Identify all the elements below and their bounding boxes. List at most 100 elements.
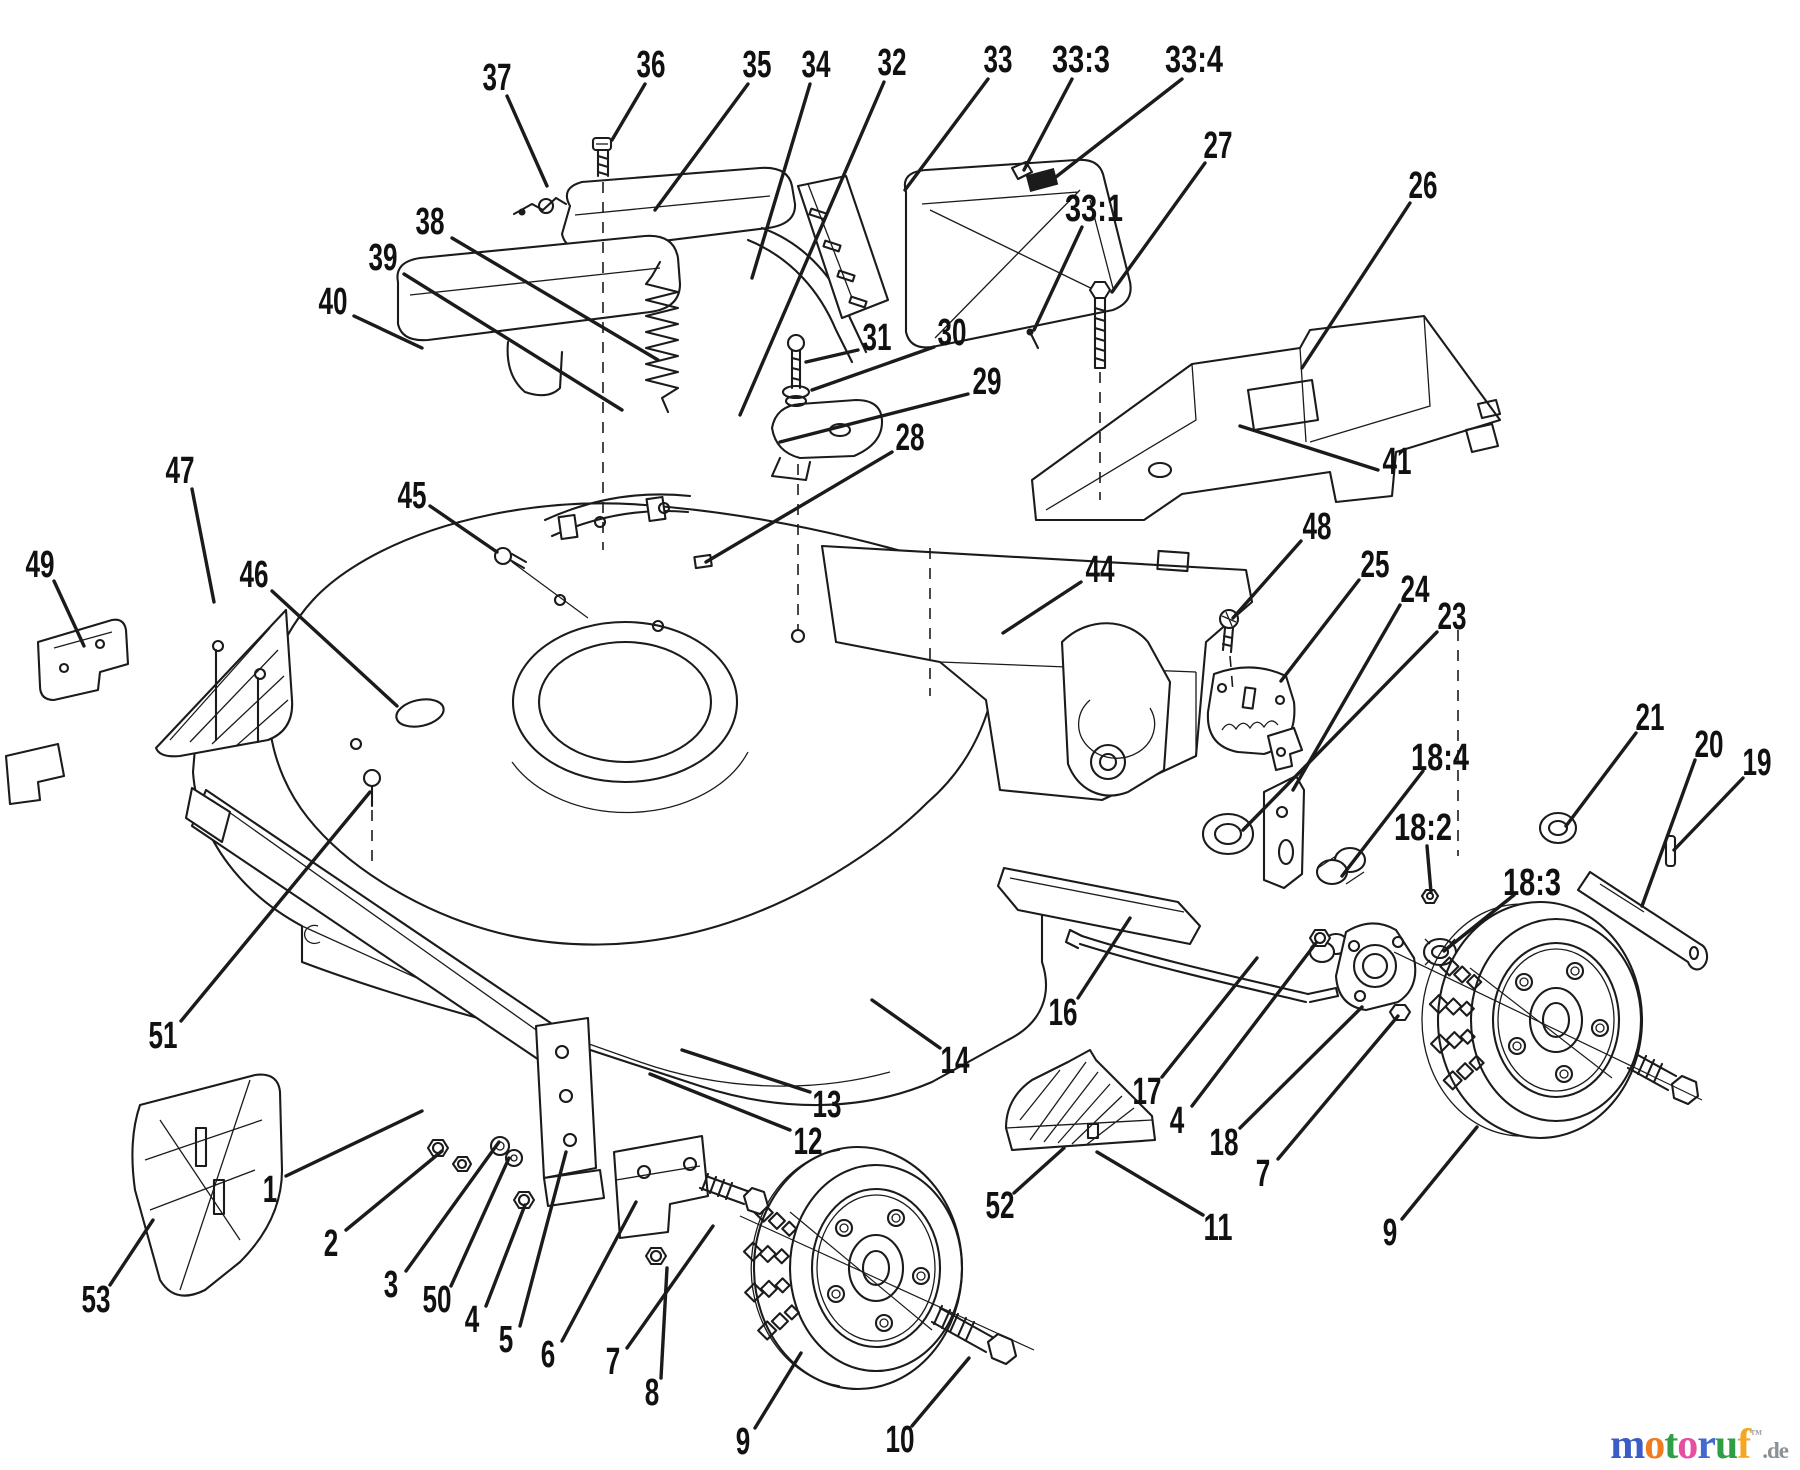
part-label-34: 34 bbox=[802, 44, 831, 86]
part-label-48: 48 bbox=[1303, 506, 1332, 548]
part-label-52: 52 bbox=[986, 1185, 1015, 1227]
leader-line-52 bbox=[1012, 1146, 1066, 1195]
leader-line-50 bbox=[449, 1156, 511, 1288]
leader-line-26 bbox=[1300, 201, 1412, 370]
leader-line-33:4 bbox=[1050, 77, 1184, 182]
right-wheel bbox=[1421, 900, 1700, 1140]
watermark-letter: f bbox=[1737, 1422, 1751, 1468]
leader-line-11 bbox=[1095, 1150, 1205, 1217]
leader-line-44 bbox=[1001, 580, 1083, 635]
part-label-13: 13 bbox=[813, 1084, 842, 1126]
part-label-39: 39 bbox=[369, 237, 398, 279]
leader-line-21 bbox=[1564, 731, 1638, 828]
leader-line-31 bbox=[804, 348, 860, 364]
leader-line-18:4 bbox=[1340, 769, 1425, 878]
part-label-28: 28 bbox=[896, 417, 925, 459]
part-label-11: 11 bbox=[1204, 1207, 1233, 1249]
part-label-12: 12 bbox=[794, 1121, 823, 1163]
watermark-tld: .de bbox=[1762, 1438, 1789, 1463]
part-label-40: 40 bbox=[319, 281, 348, 323]
watermark-letter: t bbox=[1664, 1422, 1678, 1468]
leader-line-12 bbox=[648, 1072, 792, 1132]
part-label-37: 37 bbox=[483, 57, 512, 99]
leader-line-35 bbox=[653, 82, 750, 212]
watermark-tm: ™ bbox=[1750, 1427, 1762, 1441]
left-wheel bbox=[742, 1145, 1018, 1391]
part-label-7: 7 bbox=[1256, 1153, 1271, 1195]
front-bracket-cluster bbox=[426, 1016, 770, 1266]
watermark-letter: m bbox=[1610, 1422, 1645, 1468]
leader-line-8 bbox=[659, 1266, 669, 1380]
part-label-9: 9 bbox=[736, 1421, 751, 1463]
leader-line-7 bbox=[625, 1224, 715, 1350]
leader-line-3 bbox=[404, 1140, 501, 1273]
watermark-letter: o bbox=[1644, 1422, 1665, 1468]
part-label-14: 14 bbox=[941, 1040, 970, 1082]
leader-line-17 bbox=[1160, 956, 1259, 1079]
thin-guide-2 bbox=[511, 561, 589, 619]
part-label-4: 4 bbox=[465, 1299, 480, 1341]
leader-line-37 bbox=[505, 94, 549, 188]
watermark-letter: r bbox=[1697, 1422, 1716, 1468]
part-label-46: 46 bbox=[240, 554, 269, 596]
leader-line-16 bbox=[1076, 916, 1132, 1000]
part-label-30: 30 bbox=[938, 312, 967, 354]
part-label-49: 49 bbox=[26, 544, 55, 586]
leader-line-51 bbox=[179, 790, 372, 1023]
leader-line-28 bbox=[704, 450, 894, 564]
part-label-18:3: 18:3 bbox=[1503, 862, 1561, 904]
part-label-18:4: 18:4 bbox=[1411, 737, 1469, 779]
part-label-19: 19 bbox=[1743, 742, 1772, 784]
part-label-17: 17 bbox=[1133, 1071, 1162, 1113]
leader-line-4 bbox=[484, 1203, 527, 1308]
part-label-20: 20 bbox=[1695, 724, 1724, 766]
part-label-44: 44 bbox=[1086, 549, 1115, 591]
leader-line-41 bbox=[1238, 424, 1380, 472]
handle-assembly bbox=[396, 136, 890, 541]
part-label-35: 35 bbox=[743, 44, 772, 86]
leader-line-33 bbox=[903, 77, 990, 192]
leader-line-30 bbox=[810, 345, 936, 392]
leader-line-18:3 bbox=[1442, 893, 1516, 953]
rear-cover bbox=[1030, 314, 1502, 522]
thin-guide-1 bbox=[1393, 951, 1703, 1101]
leader-line-5 bbox=[518, 1150, 568, 1328]
leader-line-2 bbox=[344, 1149, 444, 1232]
leader-line-32 bbox=[738, 80, 886, 417]
leader-line-1 bbox=[284, 1109, 424, 1178]
leader-line-13 bbox=[680, 1048, 812, 1094]
part-label-1: 1 bbox=[263, 1169, 278, 1211]
part-label-18: 18 bbox=[1210, 1122, 1239, 1164]
leader-line-45 bbox=[428, 504, 499, 554]
part-label-33:3: 33:3 bbox=[1052, 39, 1110, 81]
part-label-25: 25 bbox=[1361, 544, 1390, 586]
leader-line-53 bbox=[108, 1218, 155, 1287]
part-label-36: 36 bbox=[637, 44, 666, 86]
leader-line-25 bbox=[1279, 578, 1361, 683]
height-adjuster-parts bbox=[1201, 608, 1709, 1022]
watermark-letter: u bbox=[1714, 1422, 1738, 1468]
part-label-32: 32 bbox=[878, 42, 907, 84]
part-label-53: 53 bbox=[82, 1279, 111, 1321]
part-label-33:1: 33:1 bbox=[1065, 188, 1123, 230]
leader-line-36 bbox=[610, 82, 647, 142]
leader-line-27 bbox=[1110, 161, 1207, 294]
part-label-47: 47 bbox=[166, 450, 195, 492]
part-label-6: 6 bbox=[541, 1334, 556, 1376]
part-label-9: 9 bbox=[1383, 1212, 1398, 1254]
rear-frame bbox=[820, 544, 1254, 802]
deck-housing bbox=[184, 502, 1048, 1107]
part-label-5: 5 bbox=[499, 1319, 514, 1361]
leader-line-23 bbox=[1241, 630, 1439, 832]
part-label-29: 29 bbox=[973, 361, 1002, 403]
part-label-33: 33 bbox=[984, 39, 1013, 81]
part-label-38: 38 bbox=[416, 201, 445, 243]
leader-line-14 bbox=[870, 998, 942, 1050]
deflector-52 bbox=[1004, 1048, 1157, 1152]
part-label-16: 16 bbox=[1049, 992, 1078, 1034]
part-label-50: 50 bbox=[423, 1279, 452, 1321]
discharge-chute-53 bbox=[131, 1073, 284, 1297]
